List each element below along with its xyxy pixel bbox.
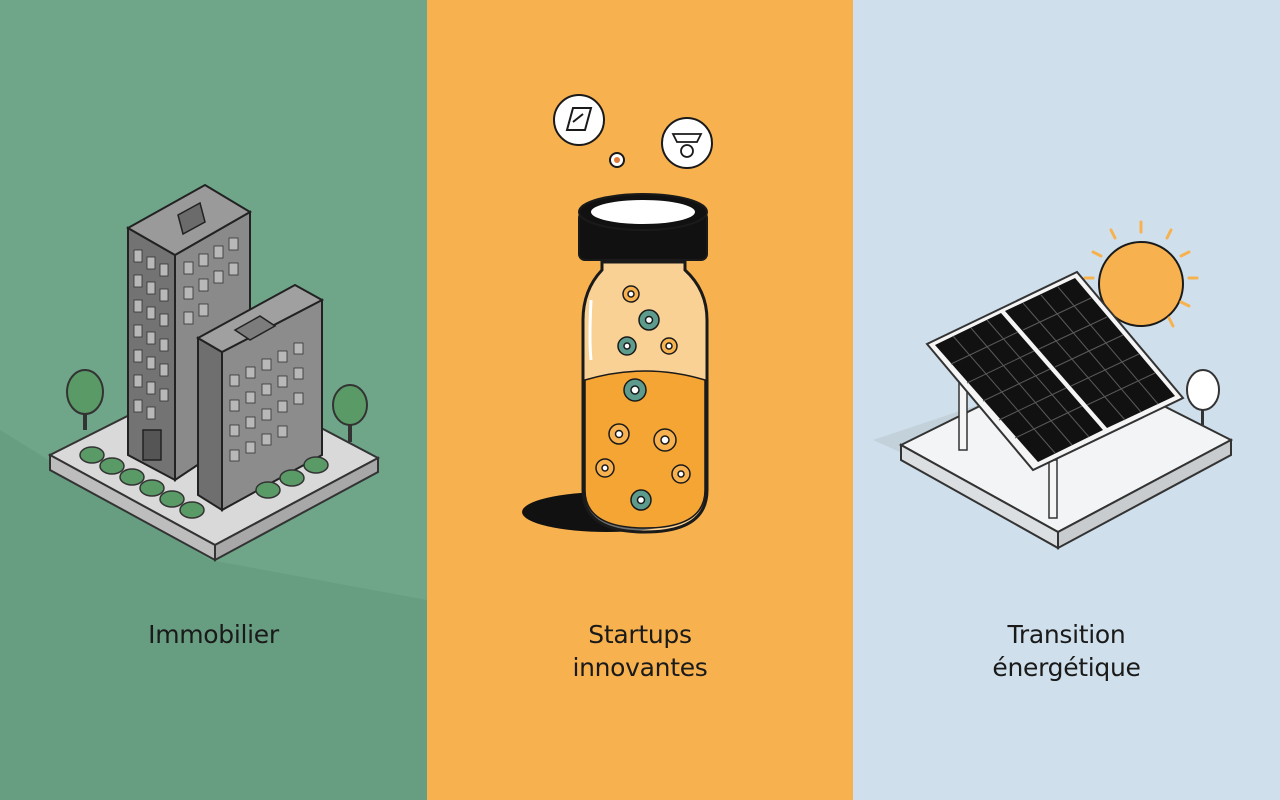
label-line: Transition [1007, 620, 1126, 649]
office-building-icon [0, 183, 427, 800]
solar-panel-icon [873, 220, 1234, 550]
gear-icon [661, 117, 713, 169]
panel-energie: Transition énergétique [853, 0, 1280, 800]
bubble-icon [609, 152, 625, 168]
label-line: innovantes [572, 653, 708, 682]
panel-label: Immobilier [0, 618, 427, 651]
panel-startups: Startups innovantes [427, 0, 853, 800]
label-line: Startups [588, 620, 692, 649]
label-line: Immobilier [148, 620, 279, 649]
sun-icon [1083, 220, 1199, 328]
panel-label: Startups innovantes [427, 618, 853, 684]
document-icon [553, 94, 605, 146]
tree-icon [1186, 369, 1220, 425]
panel-immobilier: Immobilier [0, 0, 427, 800]
test-tube-jar-icon [522, 94, 713, 534]
panel-label: Transition énergétique [853, 618, 1280, 684]
tree-icon [332, 384, 368, 442]
tree-icon [66, 369, 104, 430]
label-line: énergétique [992, 653, 1141, 682]
